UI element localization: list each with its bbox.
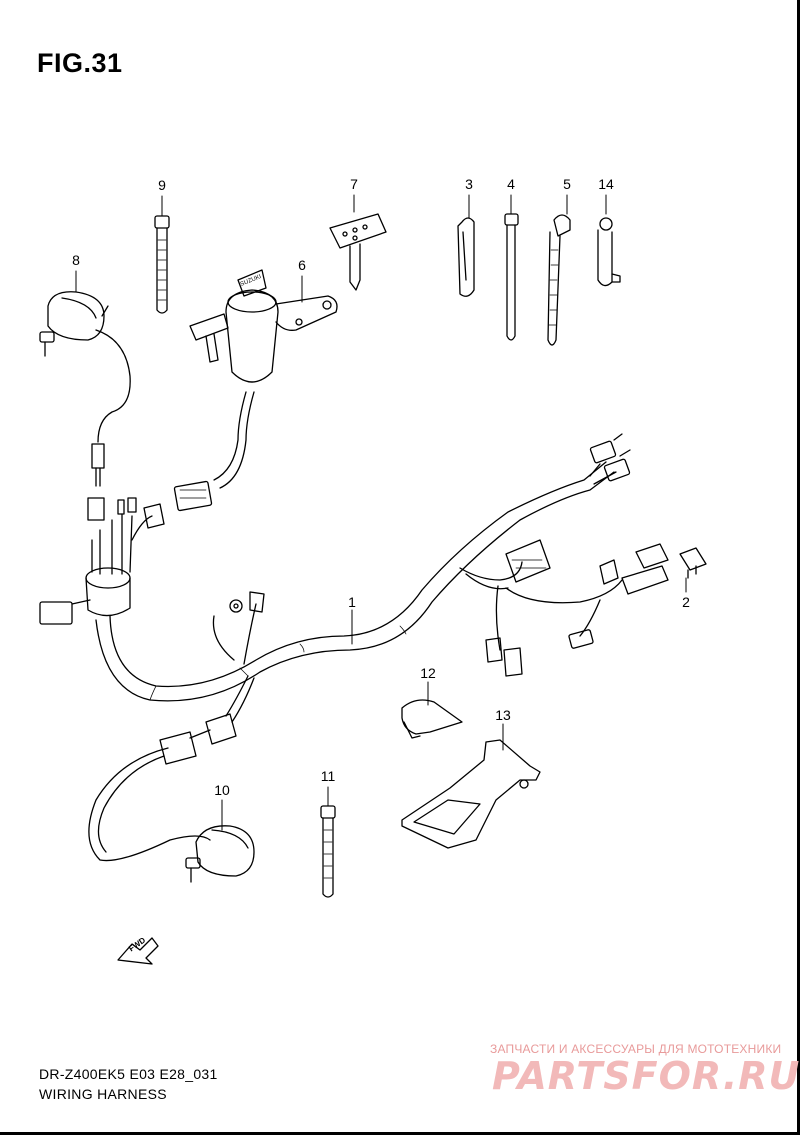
callout-5: 5 [563, 176, 571, 192]
fwd-arrow-icon [117, 937, 159, 965]
callout-10: 10 [214, 782, 230, 798]
callout-3: 3 [465, 176, 473, 192]
callout-13: 13 [495, 707, 511, 723]
part-4-cable-tie [504, 213, 519, 341]
part-14-clamp [597, 217, 621, 287]
callout-1: 1 [348, 594, 356, 610]
diagram-name: WIRING HARNESS [39, 1086, 167, 1102]
part-9-clamp [154, 215, 170, 314]
part-2-fuse [679, 547, 707, 579]
part-3-clamp [457, 217, 475, 297]
part-6-ignition-switch [173, 269, 338, 512]
callout-2: 2 [682, 594, 690, 610]
callout-8: 8 [72, 252, 80, 268]
part-8-switch [39, 291, 131, 487]
part-7-key [329, 213, 387, 291]
part-13-bracket [401, 739, 541, 849]
callout-12: 12 [420, 665, 436, 681]
part-12-cover [401, 699, 463, 739]
model-code: DR-Z400EK5 E03 E28_031 [39, 1066, 218, 1082]
leader-lines [75, 194, 687, 831]
callout-11: 11 [320, 768, 336, 784]
callout-14: 14 [598, 176, 614, 192]
watermark-tagline: ЗАПЧАСТИ И АКСЕССУАРЫ ДЛЯ МОТОТЕХНИКИ [490, 1042, 782, 1056]
callout-7: 7 [350, 176, 358, 192]
part-11-cable-tie [320, 805, 336, 898]
callout-6: 6 [298, 257, 306, 273]
part-10-switch [185, 825, 255, 883]
callout-9: 9 [158, 177, 166, 193]
watermark-logo: PARTSFOR.RU [492, 1054, 800, 1098]
part-5-clamp [547, 214, 571, 346]
part-1-main-harness [39, 433, 669, 862]
callout-4: 4 [507, 176, 515, 192]
figure-title: FIG.31 [37, 48, 123, 78]
